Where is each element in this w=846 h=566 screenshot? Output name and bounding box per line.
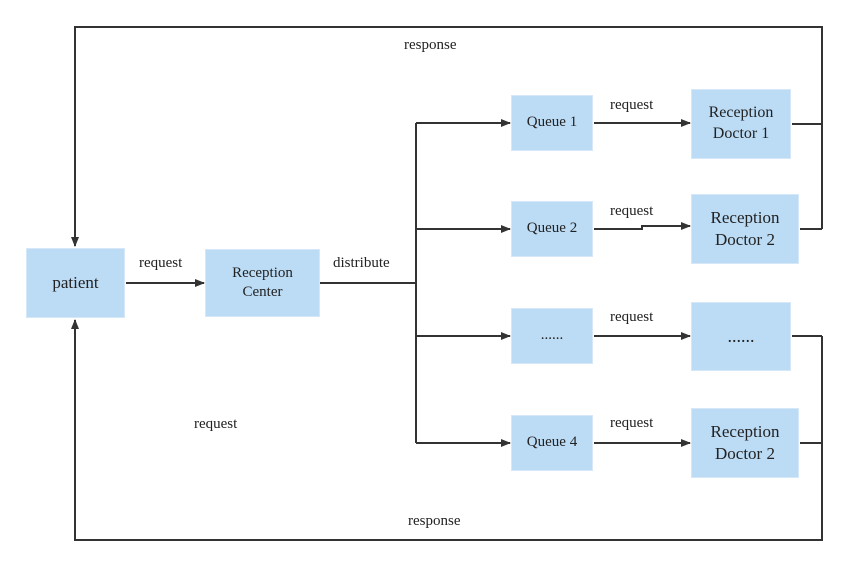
label-bottom-response: response [408,513,461,529]
queue-3-label: ...... [540,327,564,344]
reception-center-node: Reception Center [205,249,320,317]
doctor-4-node: Reception Doctor 2 [691,408,799,478]
queue-2-node: Queue 2 [511,201,593,257]
doctor-2-node: Reception Doctor 2 [691,194,799,264]
label-q4-to-d4: request [610,415,654,431]
label-q2-to-d2: request [610,203,654,219]
queue-2-label: Queue 2 [526,220,578,237]
doctor-1-node: Reception Doctor 1 [691,89,791,159]
edge-bottom-response [71,319,823,541]
doctor-2-label: Reception Doctor 2 [710,207,780,249]
edge-top-response [71,26,823,247]
edge-queue-2-to-doctor-2 [594,222,691,230]
reception-center-label: Reception Center [232,264,293,301]
patient-label: patient [52,272,99,292]
label-top-response: response [404,37,457,53]
queue-4-label: Queue 4 [526,434,578,451]
label-q1-to-d1: request [610,97,654,113]
queue-1-node: Queue 1 [511,95,593,151]
doctor-3-label: ...... [727,325,755,346]
label-q3-to-d3: request [610,309,654,325]
label-bottom-request: request [194,416,238,432]
label-patient-to-center: request [139,255,183,271]
patient-node: patient [26,248,125,318]
queue-1-label: Queue 1 [526,114,578,131]
queue-3-node: ...... [511,308,593,364]
doctor-4-label: Reception Doctor 2 [710,421,780,463]
doctor-3-node: ...... [691,302,791,371]
doctor-1-label: Reception Doctor 1 [708,104,774,142]
queue-4-node: Queue 4 [511,415,593,471]
label-distribute: distribute [333,255,390,271]
